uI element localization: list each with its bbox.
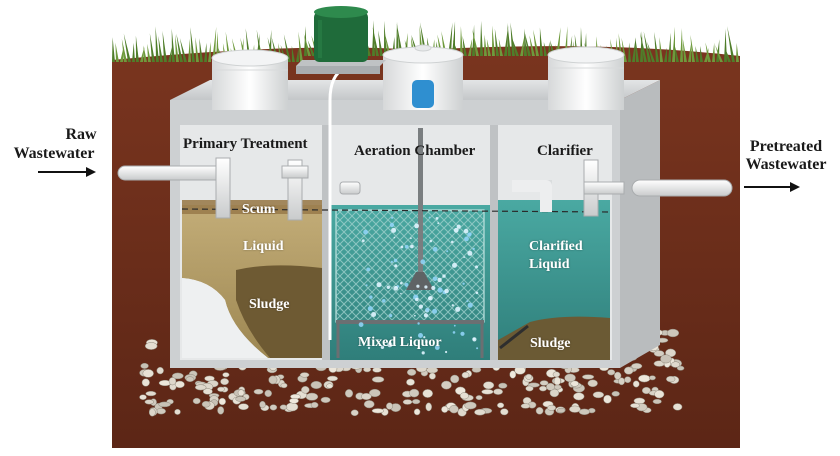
inlet-pipe [117,157,231,219]
outlet-tee [583,159,625,217]
outflow-arrow [744,182,800,192]
primary-treatment-label: Primary Treatment [183,136,308,152]
clarifier-inlet-pipe [512,180,552,212]
aeration-chamber-label: Aeration Chamber [354,143,476,159]
air-blower [296,6,386,74]
clarifier-access-lid [547,46,625,110]
clarified-liquid-label: Liquid [529,257,570,272]
aerator-motor [412,80,434,108]
aeration-chamber [330,128,490,360]
pretreated-label: Pretreated [749,138,823,155]
pretreated-wastewater-label: Wastewater [745,156,827,173]
clarifier-label: Clarifier [537,143,593,159]
inflow-arrow [38,167,96,177]
primary-chamber [182,200,322,358]
primary-sludge-label: Sludge [249,297,290,312]
chamber-dividers [322,125,498,360]
primary-access-lid [211,49,289,110]
mixed-liquor-label: Mixed Liquor [358,335,442,350]
clarifier-sludge-label: Sludge [530,336,571,351]
raw-wastewater-label: Wastewater [13,145,95,162]
water-level-line [181,208,613,213]
outlet-pipe [631,179,733,197]
raw-label: Raw [65,126,97,143]
primary-transfer-tee [281,159,361,221]
scum-label: Scum [242,202,276,217]
air-bubbles [358,216,479,355]
clarifier-chamber [498,200,610,360]
clarified-label: Clarified [529,239,583,254]
liquid-label: Liquid [243,239,284,254]
aeration-access-lid [382,44,464,110]
